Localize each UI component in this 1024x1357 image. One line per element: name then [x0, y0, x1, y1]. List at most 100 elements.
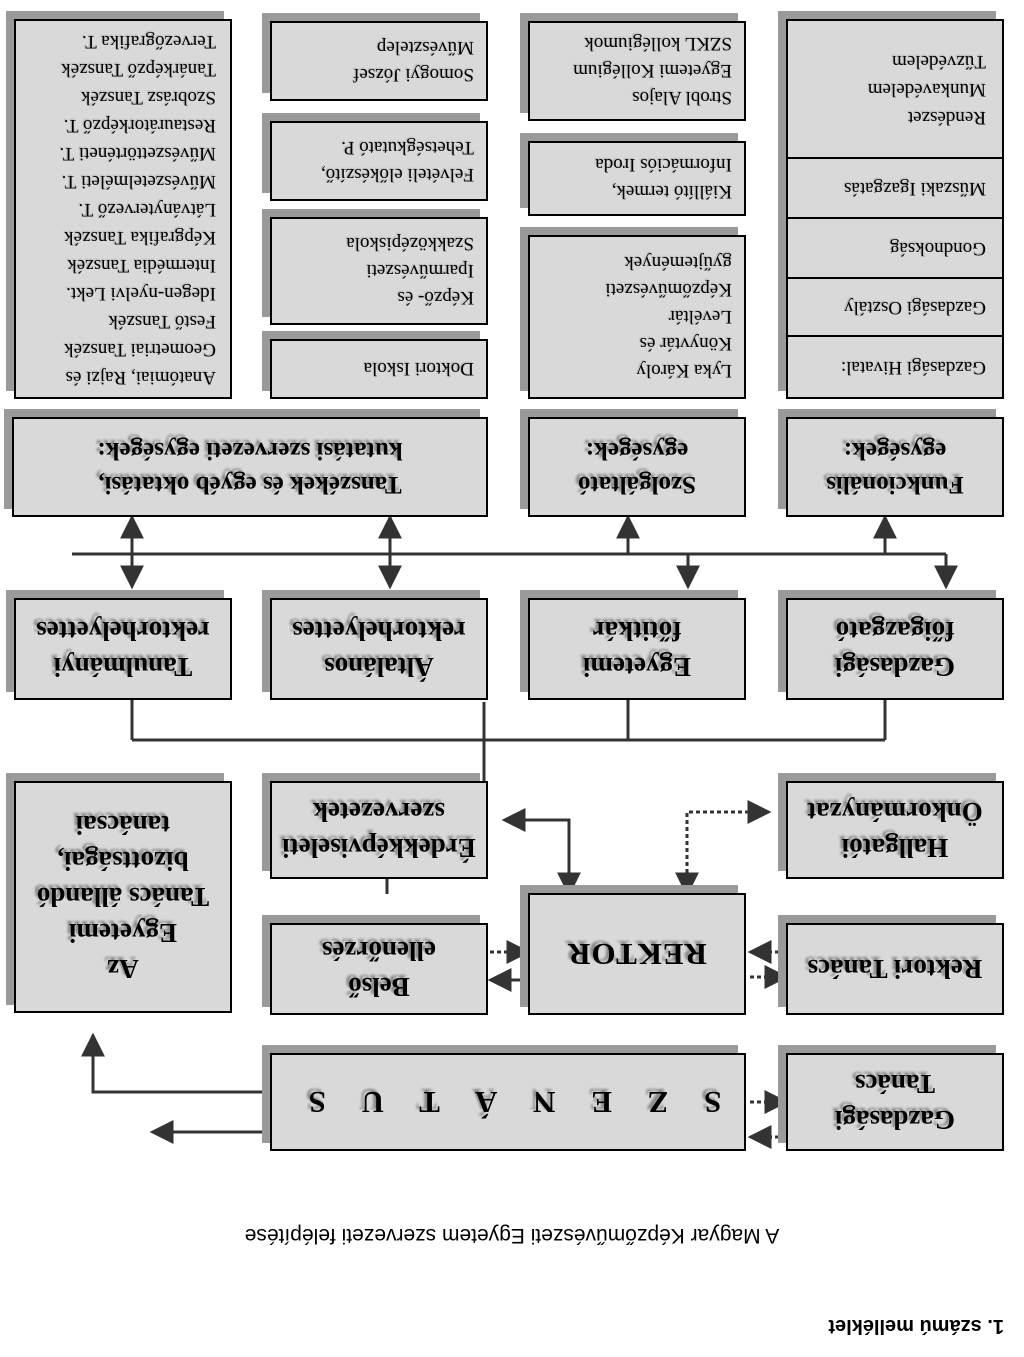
tanszek-item: Tervezőgrafika T. [81, 31, 216, 52]
kollegium-line-2: Egyetemi Kollégium [573, 60, 732, 82]
tanacs-box[interactable]: Az Egyetemi Tanács állandó bizottságai, … [14, 781, 232, 1013]
belso-ellenorzes-box[interactable]: Belső ellenőrzés [270, 923, 488, 1015]
tanszek-item: Restaurátorképző T. [63, 115, 216, 136]
szenatus-label: S Z E N Á T U S [294, 1085, 722, 1120]
leader-foigazgato-line-2: főigazgató [835, 616, 955, 646]
tanszekek-box[interactable]: Anatómiai, Rajzi és Geometriai Tanszék F… [14, 19, 232, 399]
func-item: Gazdasági Hivatal: [840, 357, 986, 378]
felveteli-line-1: Felvételi előkészítő, [320, 164, 474, 185]
kepzo-box[interactable]: Képző- és Iparművészeti Szakközépiskola [270, 217, 488, 325]
unit-funkcionalis-line-2: egységek: [843, 437, 947, 464]
kiallito-box[interactable]: Kiállító termek, Információs Iroda [528, 141, 746, 216]
unit-oktatasi[interactable]: Tanszékek és egyéb oktatási, kutatási sz… [12, 417, 488, 517]
konyvtar-line-3: Levéltár [668, 306, 732, 328]
konyvtar-line-5: gyűjtemények [624, 252, 732, 274]
muvesztelep-line-1: Somogyi József [353, 64, 474, 85]
leader-fotitkar[interactable]: Egyetemi főtitkár [528, 598, 746, 700]
gazdasagi-tanacs-line-1: Gazdasági [835, 1105, 956, 1135]
kiallito-line-2: Információs Iroda [595, 154, 732, 176]
tanszek-item: Idegen-nyelvi Lekt. [66, 283, 216, 304]
arrow-tanacs-szenatus [149, 1067, 273, 1144]
erdek-line-1: Érdekképviseleti [282, 833, 476, 863]
tanszek-item: Festő Tanszék [108, 311, 216, 332]
konyvtar-box[interactable]: Lyka Károly Könyvtár és Levéltár Képzőmű… [528, 235, 746, 399]
func-gazdasagi-osztaly[interactable]: Gazdasági Osztály [788, 279, 1002, 337]
tanszek-item: Művészetelméleti T. [61, 171, 216, 192]
doktori-label: Doktori Iskola [363, 358, 474, 380]
felveteli-line-2: Tehetségkutató P. [341, 137, 474, 158]
tanacs-line-4: bizottságai, [57, 846, 189, 876]
hallgatoi-line-1: Hallgatói [841, 833, 949, 863]
func-gondnoksag[interactable]: Gondnokság [788, 219, 1002, 279]
rektor-label: REKTOR [567, 937, 707, 972]
arrow-hallgatoi-rektor [675, 800, 772, 897]
gazdasagi-tanacs-line-2: Tanács [854, 1069, 936, 1099]
kollegium-line-1: Strobl Alajos [632, 87, 732, 109]
func-item: Műszaki Igazgatás [844, 178, 986, 199]
rektori-tanacs-label: Rektori Tanács [807, 954, 983, 984]
tanacs-line-3: Tanács állandó [36, 882, 210, 912]
leader-altalanos-line-2: rektorhelyettes [292, 616, 466, 646]
rektor-box[interactable]: REKTOR [528, 893, 746, 1015]
doktori-iskola-box[interactable]: Doktori Iskola [270, 339, 488, 399]
erdekkepviseleti-box[interactable]: Érdekképviseleti szervezetek [270, 781, 488, 879]
tanacs-line-5: tanácsai [75, 810, 171, 840]
tanszek-item: Művészettörténeti T. [59, 143, 216, 164]
func-muszaki[interactable]: Műszaki Igazgatás [788, 159, 1002, 219]
leader-altalanos-line-1: Általános [324, 652, 434, 682]
unit-oktatasi-line-2: kutatási szervezeti egységek: [97, 437, 403, 464]
unit-oktatasi-line-1: Tanszékek és egyéb oktatási, [98, 471, 402, 498]
func-item: Munkavédelem [867, 79, 986, 100]
belso-line-2: ellenőrzés [322, 936, 436, 966]
felveteli-box[interactable]: Felvételi előkészítő, Tehetségkutató P. [270, 121, 488, 201]
leader-altalanos[interactable]: Általános rektorhelyettes [270, 598, 488, 700]
func-rendeszet[interactable]: Rendészet Munkavédelem Tűzvédelem [788, 21, 1002, 159]
leader-tanulmanyi[interactable]: Tanulmányi rektorhelyettes [14, 598, 232, 700]
kollegium-box[interactable]: Strobl Alajos Egyetemi Kollégium SZKL ko… [528, 21, 746, 121]
tanszek-item: Tanárképző Tanszék [61, 59, 216, 80]
konyvtar-line-1: Lyka Károly [636, 360, 732, 382]
hallgatoi-onkormanyzat-box[interactable]: Hallgatói Önkormányzat [786, 781, 1004, 879]
konyvtar-line-4: Képzőművészeti [605, 279, 732, 301]
kollegium-line-3: SZKL kollégiumok [584, 33, 732, 55]
leader-foigazgato-line-1: Gazdasági [835, 652, 956, 682]
kepzo-line-3: Szakközépiskola [346, 233, 474, 255]
arrow-szenatus-tanacs [81, 1032, 271, 1094]
tanszek-item: Látványtervező T. [78, 199, 216, 220]
kiallito-line-1: Kiállító termek, [611, 181, 732, 203]
tanacs-line-2: Egyetemi [69, 918, 177, 948]
leader-fotitkar-line-1: Egyetemi [583, 652, 691, 682]
tanacs-line-1: Az [107, 954, 139, 984]
leader-tanulmanyi-line-2: rektorhelyettes [36, 616, 210, 646]
tanszek-item: Szobrász Tanszék [81, 87, 216, 108]
hallgatoi-line-2: Önkormányzat [807, 797, 983, 827]
kepzo-line-2: Iparművészeti [366, 260, 474, 282]
szenatus-box[interactable]: S Z E N Á T U S [270, 1053, 746, 1151]
leader-fotitkar-line-2: főtitkár [592, 616, 682, 646]
tanszek-item: Képgrafika Tanszék [64, 227, 216, 248]
unit-szolgaltato[interactable]: Szolgáltató egységek: [528, 417, 746, 517]
funkcionalis-list-box[interactable]: Gazdasági Hivatal: Gazdasági Osztály Gon… [786, 19, 1004, 399]
belso-line-1: Belső [348, 972, 410, 1002]
leader-foigazgato[interactable]: Gazdasági főigazgató [786, 598, 1004, 700]
func-item: Gondnokság [889, 238, 986, 259]
rektori-tanacs-box[interactable]: Rektori Tanács [786, 923, 1004, 1015]
gazdasagi-tanacs-box[interactable]: Gazdasági Tanács [786, 1053, 1004, 1151]
erdek-line-2: szervezetek [313, 797, 445, 827]
func-item: Gazdasági Osztály [844, 297, 986, 318]
func-gazdasagi-hivatal[interactable]: Gazdasági Hivatal: [788, 337, 1002, 397]
unit-szolgaltato-line-1: Szolgáltató [577, 471, 697, 498]
muvesztelep-box[interactable]: Somogyi József Művésztelep [270, 21, 488, 101]
unit-funkcionalis[interactable]: Funkcionális egységek: [786, 417, 1004, 517]
func-item: Rendészet [907, 107, 986, 128]
caption-title: A Magyar Képzőművészeti Egyetem szerveze… [244, 1224, 780, 1247]
func-item: Tűzvédelem [892, 51, 986, 72]
muvesztelep-line-2: Művésztelep [376, 37, 474, 58]
unit-szolgaltato-line-2: egységek: [585, 437, 689, 464]
leader-tanulmanyi-line-1: Tanulmányi [53, 652, 193, 682]
tanszek-item: Intermédia Tanszék [67, 255, 216, 276]
annex-label: 1. számú melléklet [828, 1315, 1004, 1337]
konyvtar-line-2: Könyvtár és [639, 333, 732, 355]
